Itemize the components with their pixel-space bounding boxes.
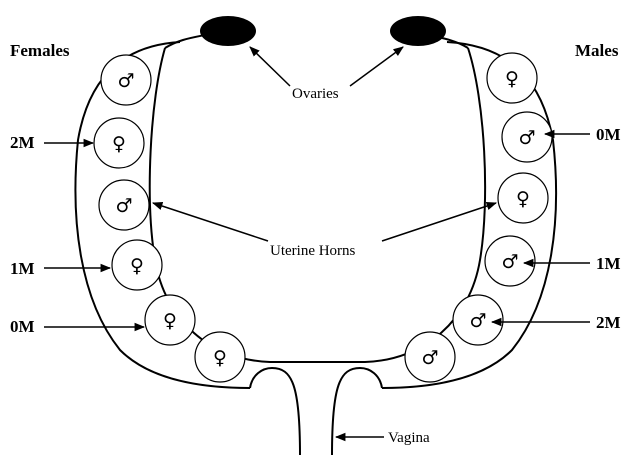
svg-text:♂: ♂ [115, 195, 132, 217]
fetus-male: ♂ [99, 180, 149, 230]
svg-text:♀: ♀ [130, 255, 144, 277]
left-ovary [200, 16, 256, 46]
ovaries-label: Ovaries [292, 86, 339, 102]
fetus-male: ♂ [502, 112, 552, 162]
ovaries-arrow-left [250, 47, 290, 86]
uterine-horns-arrow-left [153, 203, 268, 241]
vagina-label: Vagina [388, 430, 430, 446]
marker-label: 0M [10, 317, 35, 336]
fetus-female: ♀ [94, 118, 144, 168]
marker-label: 2M [10, 133, 35, 152]
fetus-male: ♂ [453, 295, 503, 345]
svg-text:♀: ♀ [516, 188, 530, 210]
uterine-horns-label: Uterine Horns [270, 243, 356, 259]
marker-label: 2M [596, 313, 621, 332]
fetus-female: ♀ [112, 240, 162, 290]
svg-text:♂: ♂ [501, 251, 518, 273]
right-ovary [390, 16, 446, 46]
svg-text:♀: ♀ [505, 68, 519, 90]
left-horn-fetuses: ♂ ♀ ♂ ♀ ♀ ♀ [94, 55, 245, 382]
marker-label: 1M [10, 259, 35, 278]
marker-label: 0M [596, 125, 621, 144]
heading-males: Males [575, 41, 619, 60]
fetus-male: ♂ [405, 332, 455, 382]
right-horn-fetuses: ♀ ♂ ♀ ♂ ♂ ♂ [405, 53, 552, 382]
fetus-female: ♀ [195, 332, 245, 382]
svg-text:♂: ♂ [117, 70, 134, 92]
fetus-female: ♀ [498, 173, 548, 223]
svg-text:♂: ♂ [421, 347, 438, 369]
heading-females: Females [10, 41, 70, 60]
svg-text:♀: ♀ [163, 310, 177, 332]
svg-text:♀: ♀ [213, 347, 227, 369]
ovaries-arrow-right [350, 47, 403, 86]
fetus-male: ♂ [101, 55, 151, 105]
fetus-male: ♂ [485, 236, 535, 286]
svg-text:♂: ♂ [518, 127, 535, 149]
uterine-horns-arrow-right [382, 203, 496, 241]
svg-text:♀: ♀ [112, 133, 126, 155]
marker-label: 1M [596, 254, 621, 273]
svg-text:♂: ♂ [469, 310, 486, 332]
fetus-female: ♀ [145, 295, 195, 345]
fetus-female: ♀ [487, 53, 537, 103]
